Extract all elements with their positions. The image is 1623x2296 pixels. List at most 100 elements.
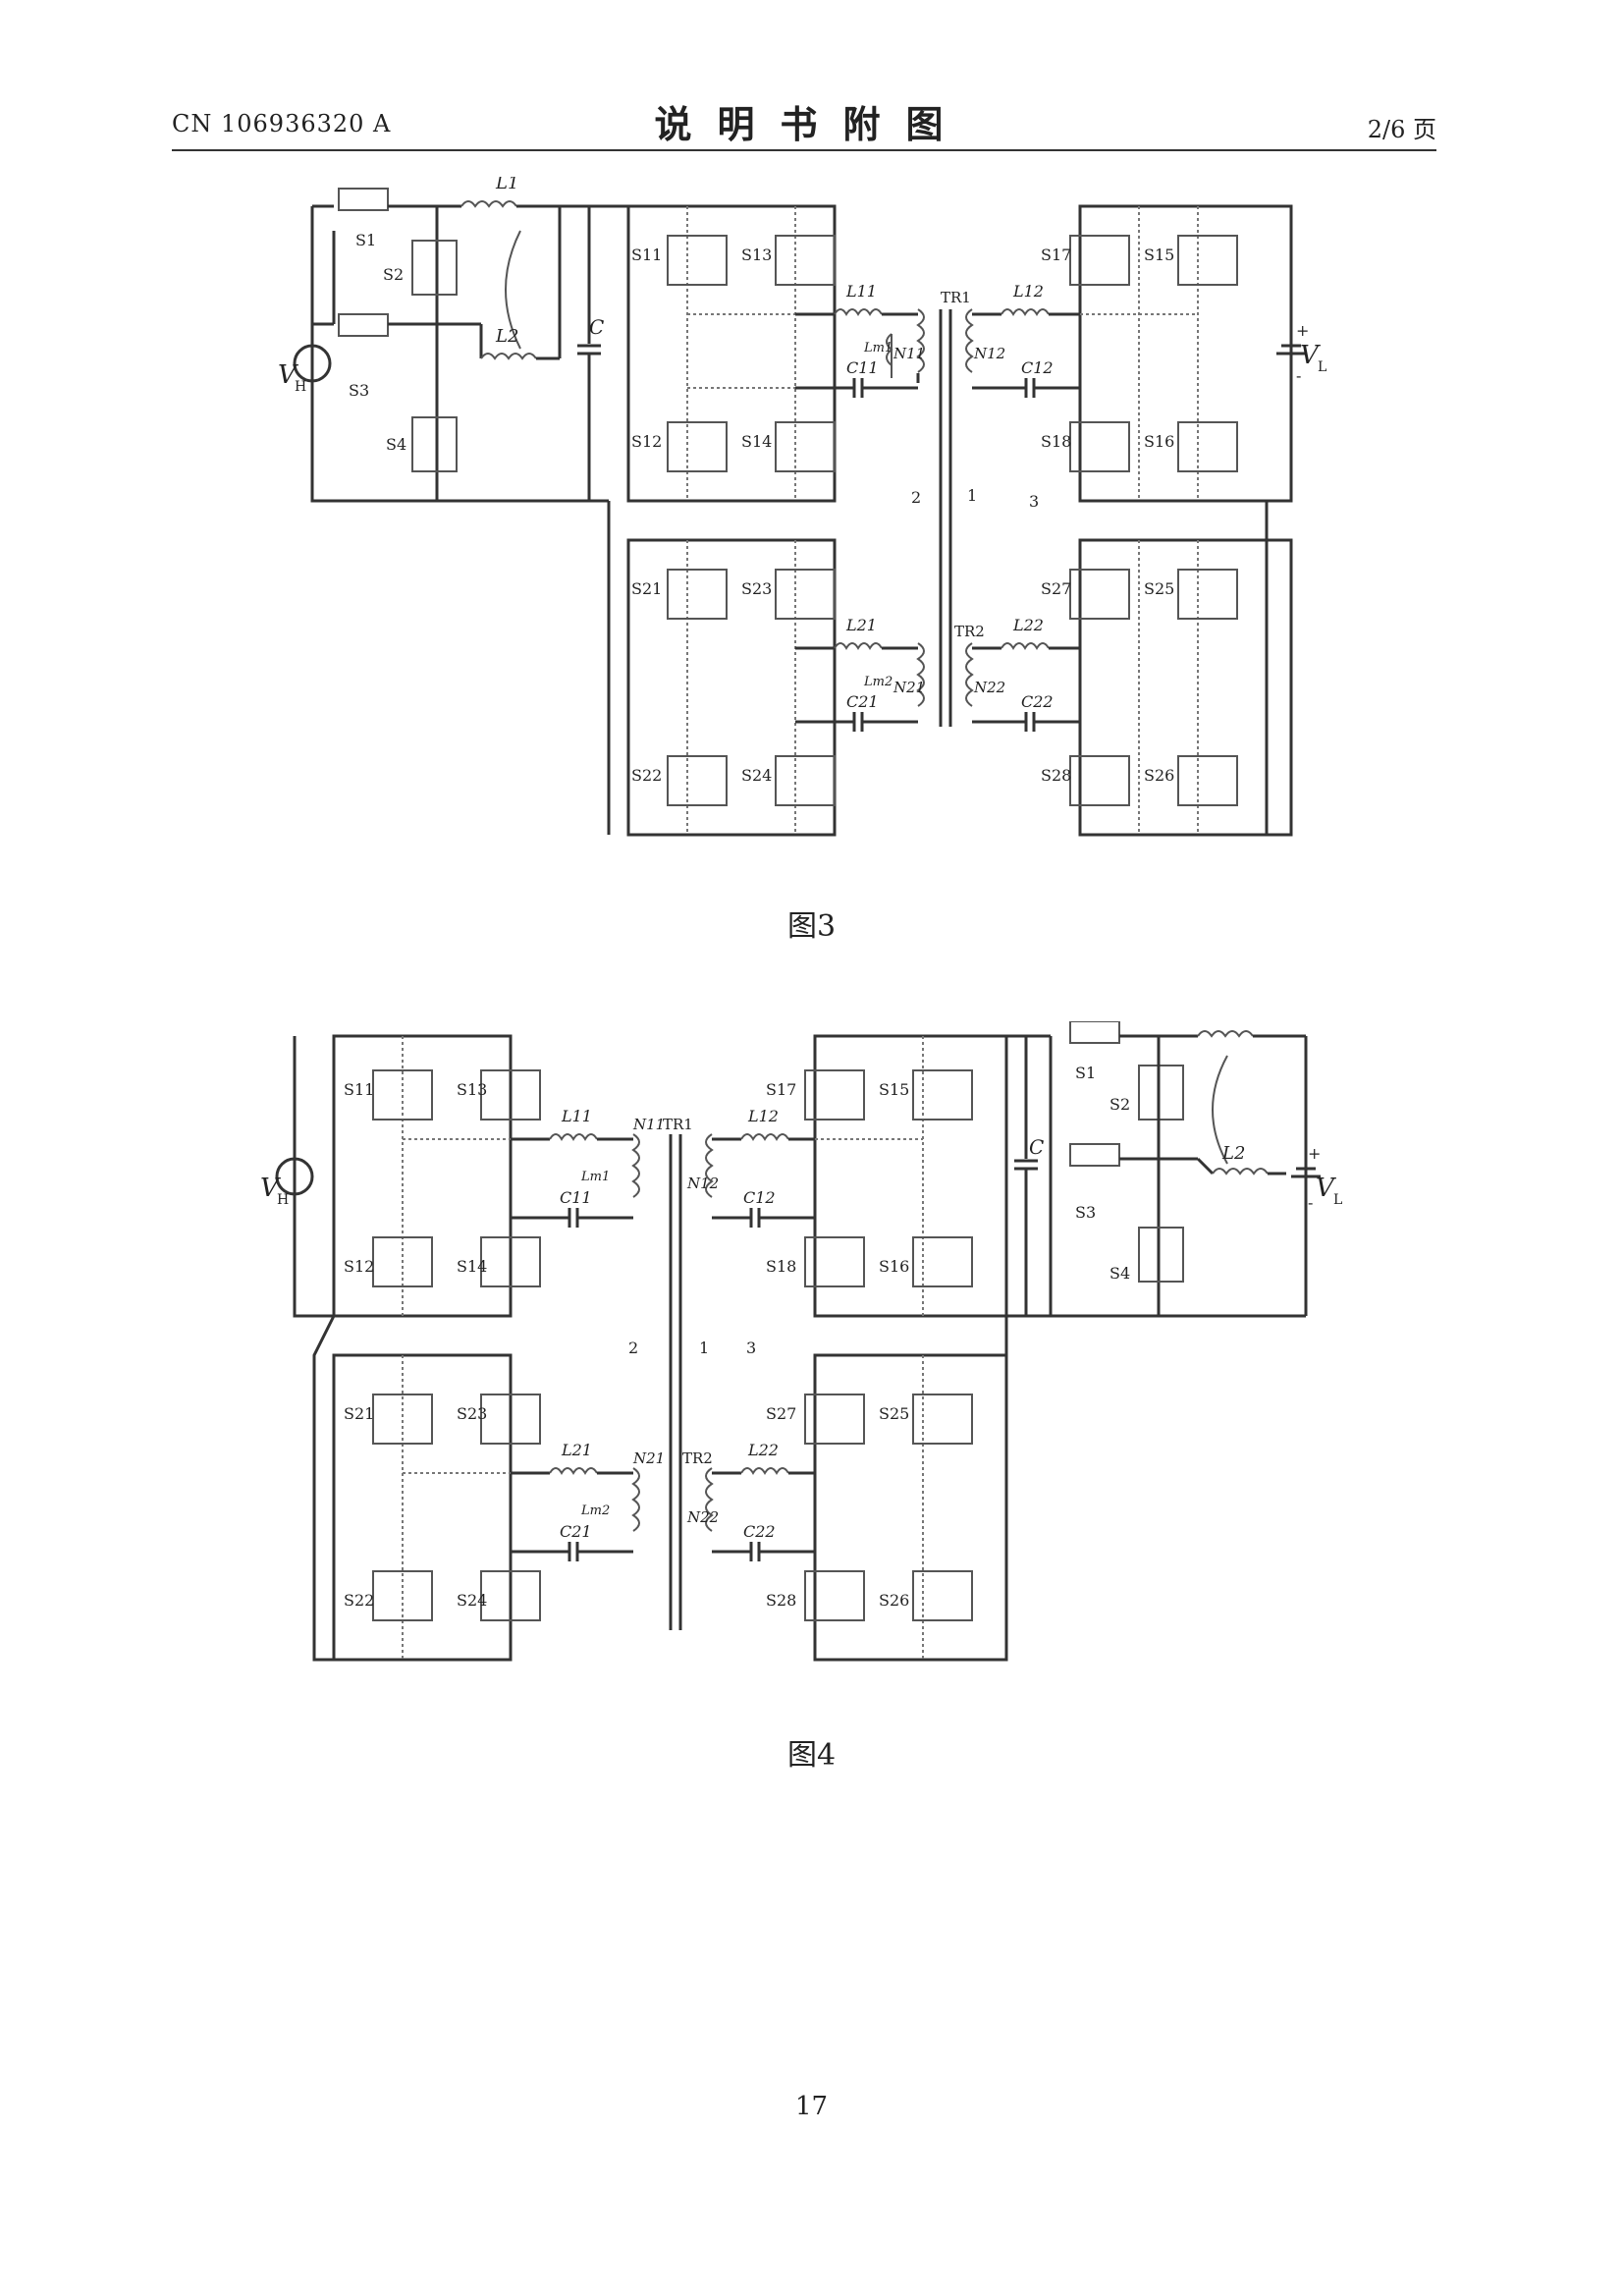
header-rule xyxy=(172,149,1436,151)
tr2-label: TR2 xyxy=(954,623,985,640)
s3-label: S3 xyxy=(1075,1203,1096,1222)
l21-label: L21 xyxy=(561,1441,592,1459)
c21-label: C21 xyxy=(560,1522,592,1541)
s14-label: S14 xyxy=(741,432,772,451)
vh-subscript: H xyxy=(277,1192,289,1208)
ref-3: 3 xyxy=(746,1339,756,1357)
s16-label: S16 xyxy=(879,1257,909,1276)
upper-dual-active-bridge xyxy=(275,1034,1008,1630)
l12-label: L12 xyxy=(747,1107,779,1125)
n11-label: N11 xyxy=(893,345,925,362)
vl-subscript: L xyxy=(1333,1192,1342,1208)
s28-label: S28 xyxy=(1041,766,1071,785)
lower-dual-active-bridge xyxy=(607,206,1306,837)
n21-label: N21 xyxy=(893,679,925,696)
l2-label: L2 xyxy=(1221,1143,1245,1164)
s13-label: S13 xyxy=(457,1080,487,1099)
s17-label: S17 xyxy=(766,1080,796,1099)
c21-label: C21 xyxy=(846,692,879,711)
l22-label: L22 xyxy=(1012,616,1044,634)
plus-sign: + xyxy=(1296,321,1309,340)
minus-sign: - xyxy=(1308,1193,1313,1212)
lm2-label: Lm2 xyxy=(863,675,893,689)
l11-label: L11 xyxy=(561,1107,592,1125)
buck-boost-stage xyxy=(293,188,628,503)
s2-label: S2 xyxy=(1109,1095,1130,1114)
s11-label: S11 xyxy=(631,246,662,264)
c11-label: C11 xyxy=(846,358,879,377)
l2-label: L2 xyxy=(495,326,518,347)
vh-label: V xyxy=(260,1174,281,1203)
lm1-label: Lm1 xyxy=(580,1170,610,1184)
s18-label: S18 xyxy=(766,1257,796,1276)
c-label: C xyxy=(1029,1135,1044,1159)
s27-label: S27 xyxy=(1041,579,1071,598)
vh-label: V xyxy=(278,360,298,390)
s26-label: S26 xyxy=(1144,766,1174,785)
ref-2: 2 xyxy=(628,1339,638,1357)
c-label: C xyxy=(589,315,604,339)
l21-label: L21 xyxy=(845,616,877,634)
n22-label: N22 xyxy=(686,1508,719,1526)
s22-label: S22 xyxy=(344,1591,374,1610)
s4-label: S4 xyxy=(386,435,406,454)
ref-3: 3 xyxy=(1029,492,1039,511)
page-count: 2/6 页 xyxy=(1367,116,1436,143)
s15-label: S15 xyxy=(1144,246,1174,264)
s12-label: S12 xyxy=(631,432,662,451)
s24-label: S24 xyxy=(457,1591,487,1610)
s3-label: S3 xyxy=(349,381,369,400)
l12-label: L12 xyxy=(1012,282,1044,301)
ref-1: 1 xyxy=(699,1339,709,1357)
s1-label: S1 xyxy=(1075,1064,1096,1082)
document-id: CN 106936320 A xyxy=(172,110,392,137)
upper-dual-active-bridge xyxy=(626,204,1293,503)
s18-label: S18 xyxy=(1041,432,1071,451)
s25-label: S25 xyxy=(879,1404,909,1423)
s25-label: S25 xyxy=(1144,579,1174,598)
l1-label: L1 xyxy=(1221,1021,1245,1026)
lower-dual-active-bridge xyxy=(312,1315,1008,1662)
figure-4-caption: 图4 xyxy=(786,1738,837,1773)
s11-label: S11 xyxy=(344,1080,374,1099)
page-title: 说明书附图 xyxy=(654,103,969,146)
s15-label: S15 xyxy=(879,1080,909,1099)
tr1-label: TR1 xyxy=(663,1116,693,1133)
n12-label: N12 xyxy=(686,1175,719,1192)
page-number: 17 xyxy=(794,2092,829,2121)
minus-sign: - xyxy=(1296,366,1301,385)
s26-label: S26 xyxy=(879,1591,909,1610)
s14-label: S14 xyxy=(457,1257,487,1276)
ref-2: 2 xyxy=(911,488,921,507)
l1-label: L1 xyxy=(495,177,518,193)
s4-label: S4 xyxy=(1109,1264,1130,1283)
buck-boost-stage xyxy=(1006,1021,1321,1318)
l11-label: L11 xyxy=(845,282,877,301)
n21-label: N21 xyxy=(632,1449,665,1467)
plus-sign: + xyxy=(1308,1144,1321,1163)
s1-label: S1 xyxy=(355,231,376,249)
c12-label: C12 xyxy=(743,1188,776,1207)
vl-label: V xyxy=(1316,1174,1336,1203)
s21-label: S21 xyxy=(631,579,662,598)
c12-label: C12 xyxy=(1021,358,1054,377)
figure-4-circuit: V H S11 S13 S12 S14 S17 S15 S18 S16 S21 … xyxy=(260,1021,1342,1662)
s28-label: S28 xyxy=(766,1591,796,1610)
vl-subscript: L xyxy=(1318,359,1326,375)
c22-label: C22 xyxy=(1021,692,1054,711)
s13-label: S13 xyxy=(741,246,772,264)
c11-label: C11 xyxy=(560,1188,592,1207)
ref-1: 1 xyxy=(967,486,977,505)
s24-label: S24 xyxy=(741,766,772,785)
lm1-label: Lm1 xyxy=(863,341,893,355)
s22-label: S22 xyxy=(631,766,662,785)
n11-label: N11 xyxy=(632,1116,665,1133)
s12-label: S12 xyxy=(344,1257,374,1276)
s23-label: S23 xyxy=(741,579,772,598)
vh-subscript: H xyxy=(295,379,306,395)
c22-label: C22 xyxy=(743,1522,776,1541)
tr1-label: TR1 xyxy=(941,289,971,306)
vl-label: V xyxy=(1300,341,1321,370)
lm2-label: Lm2 xyxy=(580,1503,610,1518)
s21-label: S21 xyxy=(344,1404,374,1423)
